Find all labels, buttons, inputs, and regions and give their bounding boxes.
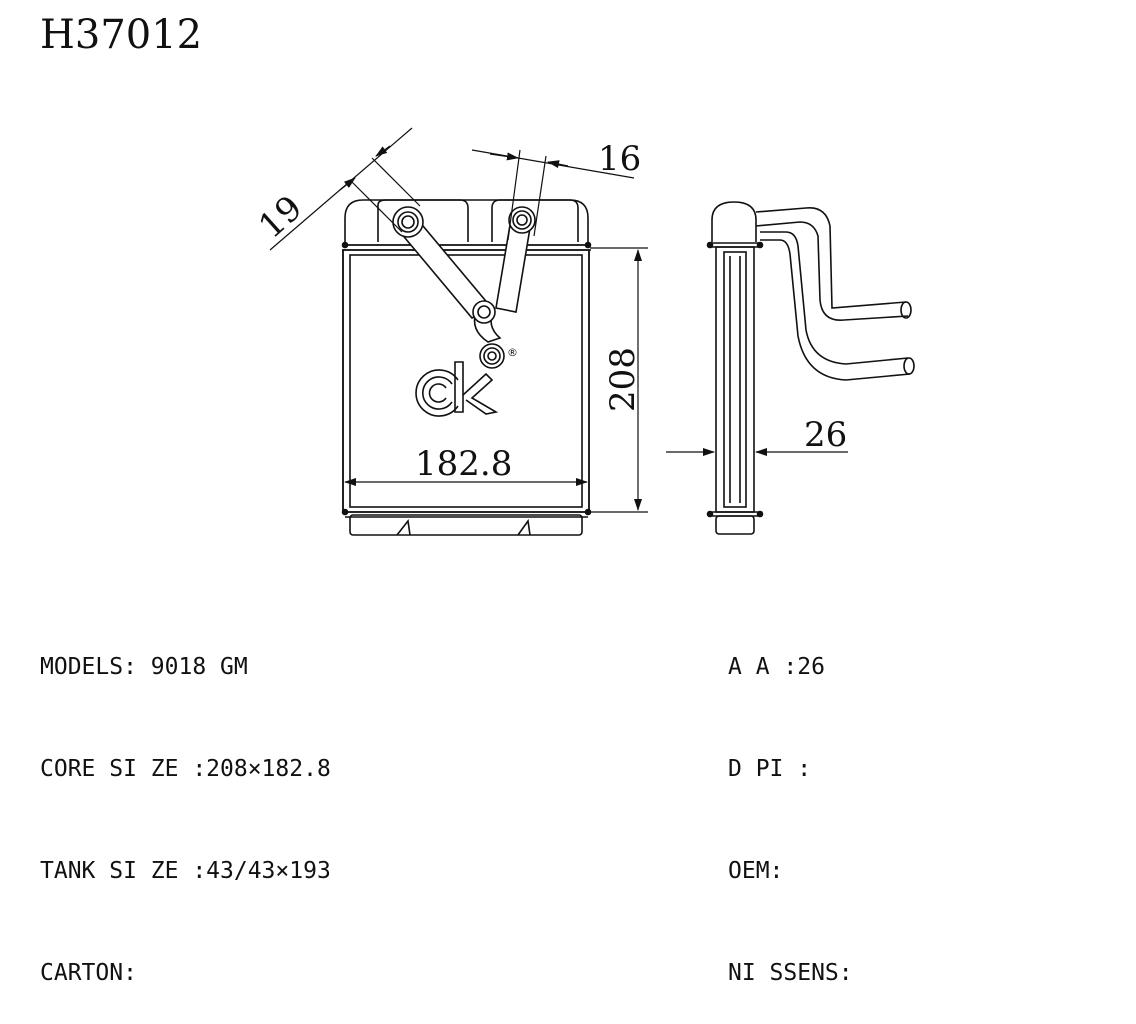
spec-nissens: NI SSENS: <box>728 960 853 986</box>
top-tank <box>344 199 589 246</box>
side-pipe-upper <box>755 207 907 309</box>
spec-models: MODELS: 9018 GM <box>40 654 248 680</box>
ck-logo <box>415 361 499 417</box>
side-view <box>706 201 915 535</box>
dim-tube-offset-2: 16 <box>598 139 641 179</box>
dim-19 <box>269 127 421 251</box>
tubes-front <box>392 206 536 369</box>
spec-core-size: CORE SI ZE :208×182.8 <box>40 756 331 782</box>
spec-tank-size: TANK SI ZE :43/43×193 <box>40 858 331 884</box>
side-pipe-lower <box>760 231 909 365</box>
spec-carton: CARTON: <box>40 960 137 986</box>
spec-oem: OEM: <box>728 858 784 884</box>
heater-core-drawing: H37012 <box>40 12 915 536</box>
front-view <box>341 199 592 536</box>
bottom-tank <box>349 514 583 536</box>
dim-tube-offset-1: 19 <box>251 188 310 247</box>
registered-mark: ® <box>507 346 518 359</box>
dim-height: 208 <box>603 347 643 412</box>
dim-width: 182.8 <box>415 444 512 484</box>
dim-16 <box>471 149 635 241</box>
spec-aa: A A :26 <box>728 654 825 680</box>
side-top-tank <box>711 201 757 242</box>
spec-dpi: D PI : <box>728 756 812 782</box>
dim-208 <box>590 247 648 513</box>
spec-list-right: A A :26 D PI : OEM: NI SSENS: <box>728 582 853 1024</box>
spec-list-left: MODELS: 9018 GM CORE SI ZE :208×182.8 TA… <box>40 582 331 1024</box>
dim-depth: 26 <box>804 415 847 455</box>
part-number: H37012 <box>40 12 202 58</box>
